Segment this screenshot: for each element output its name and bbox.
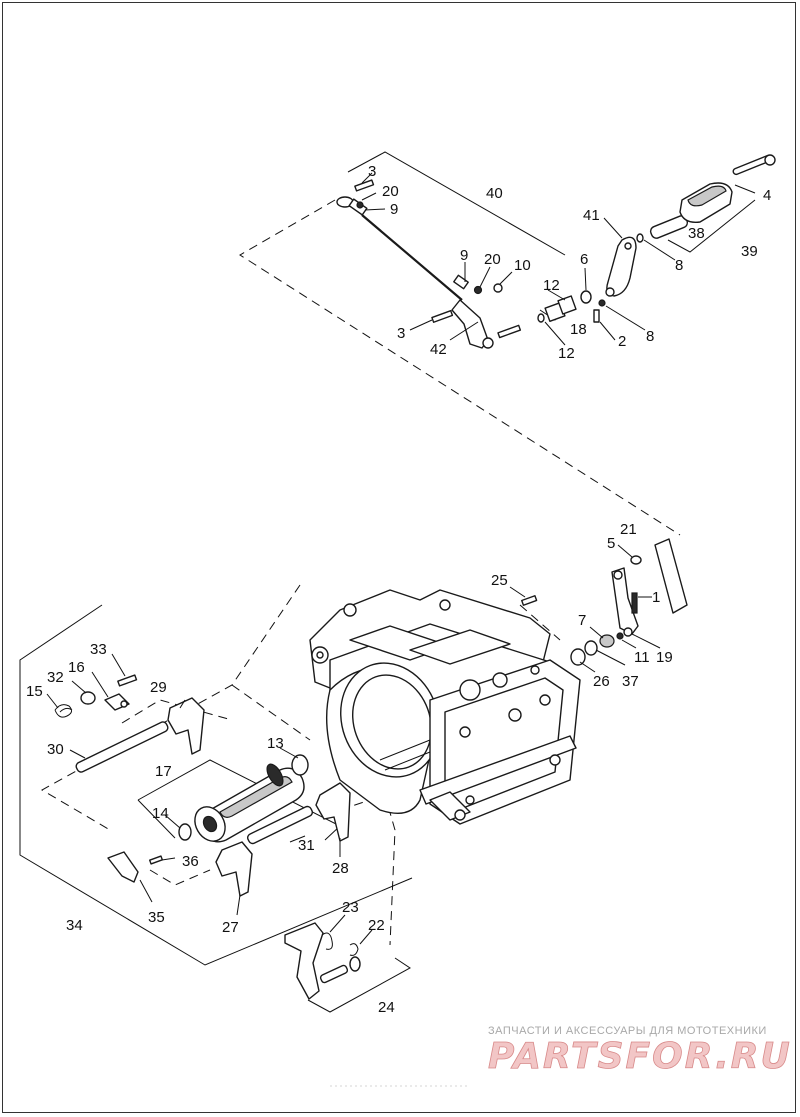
assembly-dashed-lines [40, 199, 681, 946]
callout-17: 17 [155, 763, 172, 780]
callout-12-lower: 12 [558, 345, 575, 362]
callout-15: 15 [26, 683, 43, 700]
detent-parts [521, 538, 688, 666]
callout-25: 25 [491, 572, 508, 589]
shift-shaft-assembly [284, 922, 361, 1000]
callout-3-lower: 3 [397, 325, 405, 342]
callout-28: 28 [332, 860, 349, 877]
callout-9-mid: 9 [460, 247, 468, 264]
callout-10: 10 [514, 257, 531, 274]
callout-37: 37 [622, 673, 639, 690]
callout-3-top: 3 [368, 163, 376, 180]
callout-38: 38 [688, 225, 705, 242]
watermark-brand: PARTSFOR.RU [488, 1036, 792, 1077]
callout-24: 24 [378, 999, 395, 1016]
group-brackets [19, 151, 756, 1013]
callout-18: 18 [570, 321, 587, 338]
callout-41: 41 [583, 207, 600, 224]
callout-31: 31 [298, 837, 315, 854]
callout-1: 1 [652, 589, 660, 606]
callout-6: 6 [580, 251, 588, 268]
callout-8-upper: 8 [675, 257, 683, 274]
callout-36: 36 [182, 853, 199, 870]
callout-35: 35 [148, 909, 165, 926]
watermark: ЗАПЧАСТИ И АКСЕССУАРЫ ДЛЯ МОТОТЕХНИКИ PA… [330, 1025, 792, 1087]
callout-22: 22 [368, 917, 385, 934]
callout-29: 29 [150, 679, 167, 696]
callout-20-mid: 20 [484, 251, 501, 268]
shift-drum-assembly [54, 674, 351, 897]
callout-21: 21 [620, 521, 637, 538]
leader-lines [46, 172, 756, 945]
callout-16: 16 [68, 659, 85, 676]
watermark-tagline: ЗАПЧАСТИ И АКСЕССУАРЫ ДЛЯ МОТОТЕХНИКИ [488, 1025, 767, 1037]
callout-34: 34 [66, 917, 83, 934]
callout-12-upper: 12 [543, 277, 560, 294]
callout-7: 7 [578, 612, 586, 629]
callout-13: 13 [267, 735, 284, 752]
callout-39: 39 [741, 243, 758, 260]
callout-23: 23 [342, 899, 359, 916]
callout-11: 11 [634, 649, 650, 666]
callout-8-lower: 8 [646, 328, 654, 345]
callout-42: 42 [430, 341, 447, 358]
callout-30: 30 [47, 741, 64, 758]
callout-26: 26 [593, 673, 610, 690]
callout-27: 27 [222, 919, 239, 936]
callout-20-top: 20 [382, 183, 399, 200]
callout-9-top: 9 [390, 201, 398, 218]
callout-33: 33 [90, 641, 107, 658]
shifter-rod-assembly [336, 154, 776, 349]
callout-14: 14 [152, 805, 169, 822]
callout-40: 40 [486, 185, 503, 202]
callout-5: 5 [607, 535, 615, 552]
callout-2: 2 [618, 333, 626, 350]
callout-labels: 3 20 9 40 4 41 38 39 8 9 20 10 6 12 18 3… [26, 163, 771, 1016]
transmission-housing [309, 589, 581, 825]
callout-4: 4 [763, 187, 771, 204]
callout-32: 32 [47, 669, 64, 686]
callout-19: 19 [656, 649, 673, 666]
